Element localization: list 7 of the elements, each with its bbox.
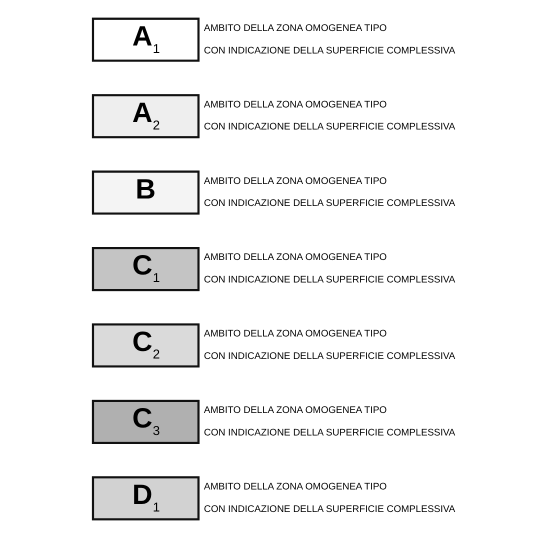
- node-label: AMBITO DELLA ZONA OMOGENEA TIPO CON INDICAZIONE DELLA SUPERFICIE COMPLESSIVA: [204, 22, 456, 56]
- node-label: AMBITO DELLA ZONA OMOGENEA TIPO CON INDICAZIONE DELLA SUPERFICIE COMPLESSIVA: [204, 99, 456, 133]
- node-label: AMBITO DELLA ZONA OMOGENEA TIPO CON INDICAZIONE DELLA SUPERFICIE COMPLESSIVA: [204, 482, 456, 515]
- node-label: AMBITO DELLA ZONA OMOGENEA TIPO CON INDICAZIONE DELLA SUPERFICIE COMPLESSIVA: [204, 328, 456, 362]
- node-label: AMBITO DELLA ZONA OMOGENEA TIPO CON INDICAZIONE DELLA SUPERFICIE COMPLESSIVA: [204, 405, 456, 438]
- node-label: AMBITO DELLA ZONA OMOGENEA TIPO CON INDICAZIONE DELLA SUPERFICIE COMPLESSIVA: [204, 176, 456, 210]
- node-label: AMBITO DELLA ZONA OMOGENEA TIPO CON INDICAZIONE DELLA SUPERFICIE COMPLESSIVA: [204, 252, 456, 286]
